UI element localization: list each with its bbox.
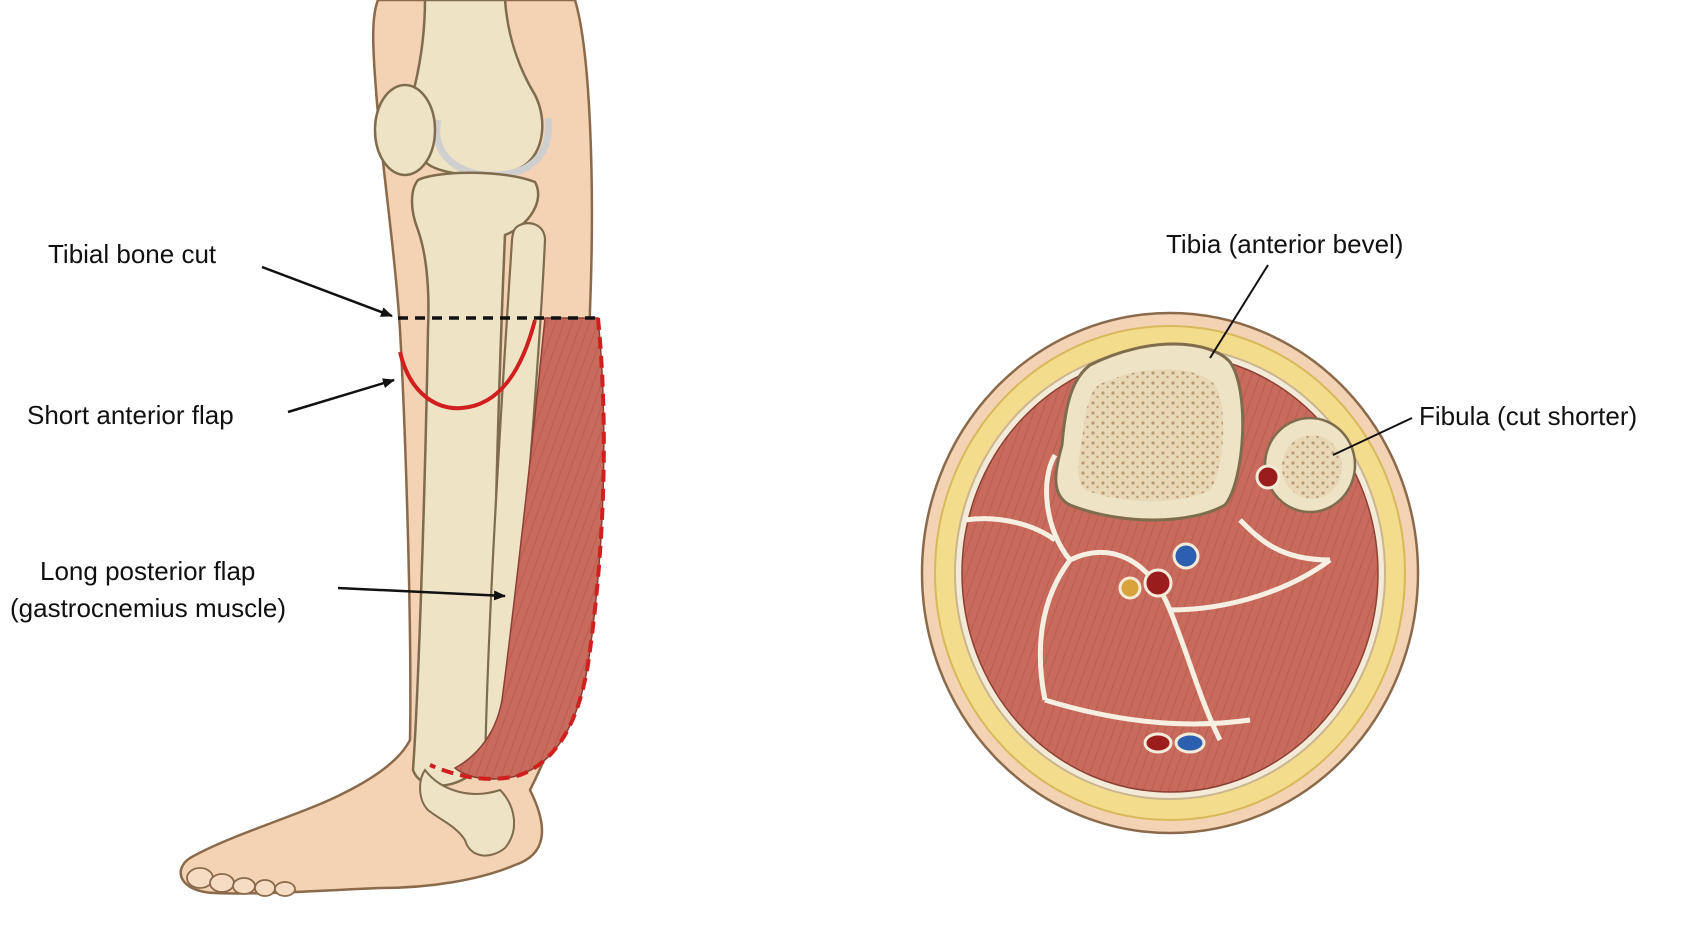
label-tibial-cut: Tibial bone cut (48, 239, 217, 269)
long-flap-dashed-line (429, 317, 606, 781)
label-long-flap-line2: (gastrocnemius muscle) (10, 593, 286, 623)
arrow-long-flap (337, 586, 506, 601)
vessel-nerve-1 (1118, 576, 1142, 600)
arrow-tibial-cut (261, 265, 393, 318)
tibia-marrow (1078, 369, 1224, 502)
vessel-artery-3 (1143, 732, 1173, 754)
ankle-bones (419, 768, 516, 857)
toes (186, 867, 296, 897)
pointer-fibula (1332, 417, 1413, 456)
short-anterior-flap-line (398, 319, 537, 411)
compartment-septa (964, 453, 1332, 742)
label-long-flap-line1: Long posterior flap (40, 556, 255, 586)
arrow-short-flap (287, 378, 395, 414)
right-annotations: Tibia (anterior bevel) Fibula (cut short… (1166, 229, 1637, 456)
vessels (1118, 464, 1281, 754)
patella (373, 83, 437, 177)
vessel-artery-2 (1143, 568, 1173, 598)
leg-illustration (179, 0, 606, 897)
vessel-vein-1 (1172, 542, 1200, 570)
fibula-marrow (1282, 435, 1342, 499)
pointer-tibia (1209, 264, 1269, 359)
vessel-artery-1 (1255, 464, 1281, 490)
label-fibula: Fibula (cut shorter) (1419, 401, 1637, 431)
vessel-vein-2 (1174, 732, 1206, 754)
label-short-flap: Short anterior flap (27, 400, 234, 430)
label-tibia: Tibia (anterior bevel) (1166, 229, 1403, 259)
left-annotations: Tibial bone cut Short anterior flap Long… (10, 239, 506, 623)
cross-section-illustration (920, 311, 1420, 835)
